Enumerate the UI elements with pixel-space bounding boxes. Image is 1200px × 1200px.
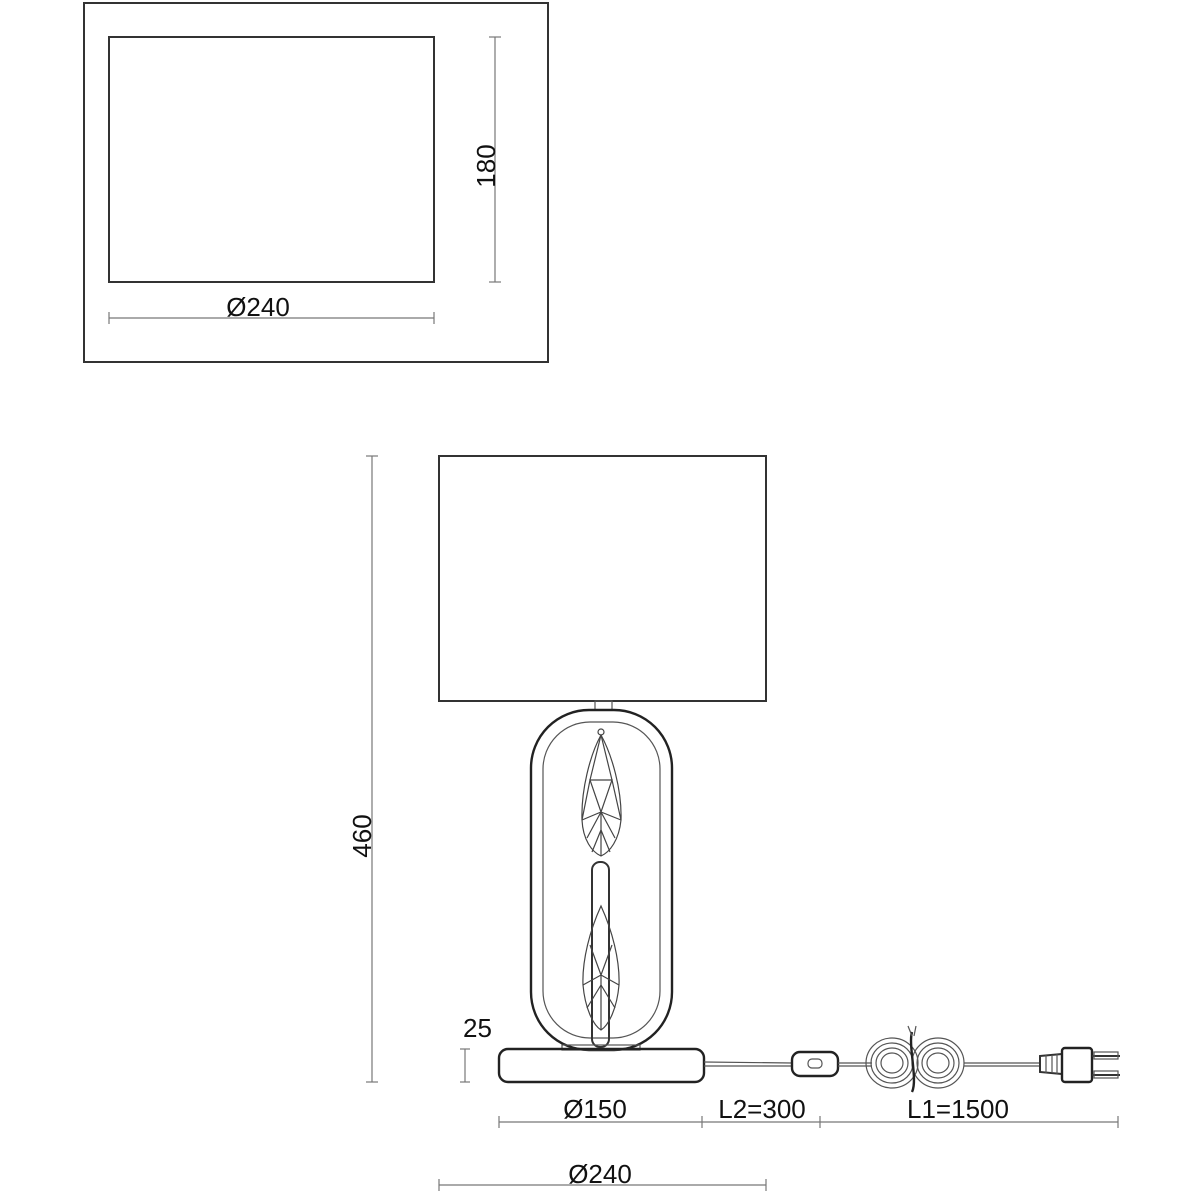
lamp-front-view: 460 25 Ø150 L2=300 L1=1500 Ø240	[347, 455, 1120, 1191]
stem-connector	[594, 700, 613, 711]
base-height-dimension: 25	[460, 1013, 492, 1083]
upper-crystal	[581, 728, 622, 857]
power-cable	[703, 1025, 1120, 1093]
inline-switch	[790, 1050, 840, 1078]
front-shade-diameter-dimension: Ø240	[438, 1159, 767, 1191]
total-height-label: 460	[347, 814, 377, 857]
power-plug	[1039, 1046, 1120, 1084]
cable-l1-label: L1=1500	[907, 1094, 1009, 1124]
shade-detail-view: 180 Ø240	[83, 2, 549, 363]
coiled-cable	[865, 1025, 965, 1093]
total-height-dimension: 460	[347, 455, 378, 1083]
shade-diameter-label: Ø240	[226, 292, 290, 322]
cable-l2-label: L2=300	[718, 1094, 805, 1124]
shade-height-dimension: 180	[471, 36, 501, 283]
shade-diameter-dimension: Ø240	[108, 292, 435, 324]
front-shade-diameter-label: Ø240	[568, 1159, 632, 1189]
detail-frame	[83, 2, 549, 363]
base-diameter-label: Ø150	[563, 1094, 627, 1124]
lamp-base	[497, 1047, 706, 1084]
base-height-label: 25	[463, 1013, 492, 1043]
shade-detail-outline	[108, 36, 435, 283]
shade-height-label: 180	[471, 144, 501, 187]
base-and-cable-dimension: Ø150 L2=300 L1=1500	[498, 1094, 1119, 1128]
lamp-shade	[438, 455, 767, 702]
oval-frame-inner	[542, 721, 661, 1039]
lower-crystal	[582, 904, 620, 1031]
